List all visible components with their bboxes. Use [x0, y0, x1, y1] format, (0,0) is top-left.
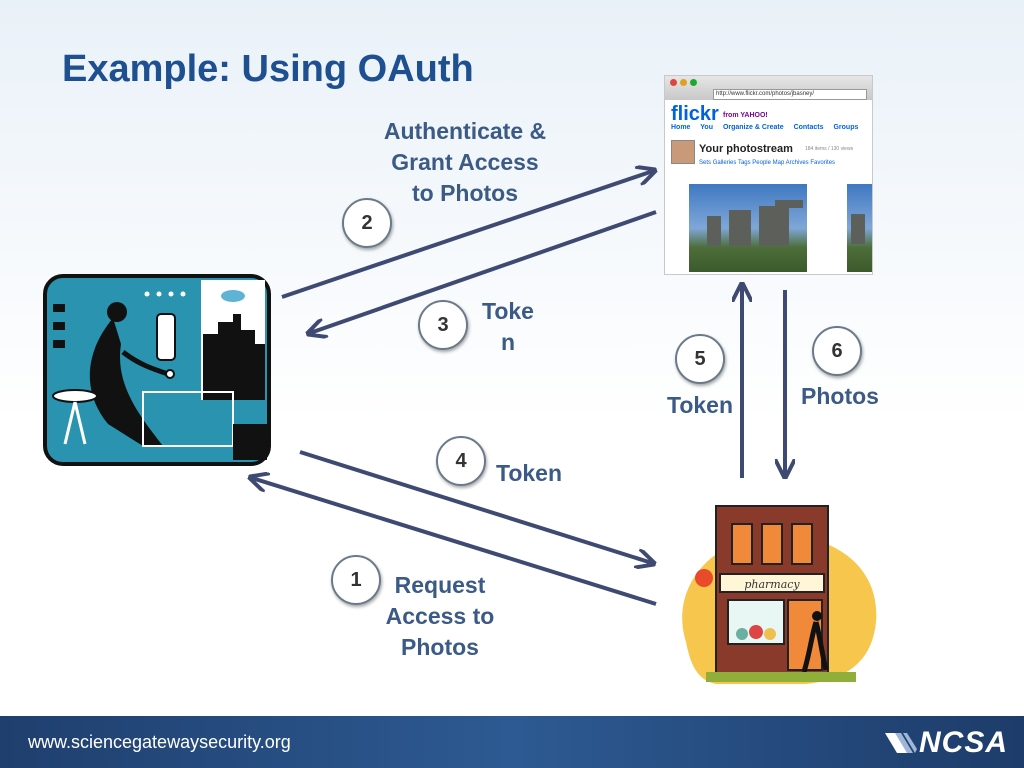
minimize-dot-icon	[680, 79, 687, 86]
ncsa-logo: NCSA	[883, 726, 1008, 760]
arrow-step-4	[299, 450, 652, 563]
step-1-label: Request Access to Photos	[385, 572, 495, 660]
step-3-badge: 3	[418, 300, 468, 350]
avatar	[671, 140, 695, 164]
arrow-step-3	[310, 210, 657, 333]
stonehenge-photo[interactable]	[689, 184, 807, 272]
flickr-browser-screenshot: http://www.flickr.com/photos/jbasney/ fl…	[664, 75, 873, 275]
photostream-title: Your photostream	[699, 143, 793, 155]
step-3-label: Toke n	[482, 298, 534, 355]
step-5-label: Token	[666, 392, 734, 418]
flow-arrows	[0, 0, 1024, 606]
step-4-badge: 4	[436, 436, 486, 486]
footer-url[interactable]: www.sciencegatewaysecurity.org	[28, 732, 291, 752]
step-6-badge: 6	[812, 326, 862, 376]
browser-toolbar: http://www.flickr.com/photos/jbasney/	[665, 76, 872, 100]
close-dot-icon	[670, 79, 677, 86]
nav-contacts[interactable]: Contacts	[793, 124, 824, 131]
step-2-badge: 2	[342, 198, 392, 248]
nav-groups[interactable]: Groups	[833, 124, 859, 131]
photostream-meta: 184 items / 130 views	[805, 146, 854, 152]
slide-footer: www.sciencegatewaysecurity.org NCSA	[0, 716, 1024, 768]
flickr-logo: flickr	[671, 103, 719, 125]
browser-url-field[interactable]: http://www.flickr.com/photos/jbasney/	[713, 89, 867, 100]
step-1-badge: 1	[331, 555, 381, 605]
nav-organize[interactable]: Organize & Create	[722, 124, 784, 131]
slide-title: Example: Using OAuth	[62, 48, 474, 90]
pharmacy-building-icon: pharmacy	[682, 505, 877, 684]
step-6-label: Photos	[801, 383, 879, 409]
step-2-label: Authenticate & Grant Access to Photos	[383, 118, 547, 206]
nav-home[interactable]: Home	[671, 124, 691, 131]
photostream-nav: Sets Galleries Tags People Map Archives …	[699, 160, 836, 166]
zoom-dot-icon	[690, 79, 697, 86]
arrow-step-2	[281, 171, 653, 299]
stonehenge-photo-2[interactable]	[847, 184, 872, 272]
step-4-label: Token	[495, 460, 563, 486]
pharmacy-sign: pharmacy	[744, 578, 800, 591]
ncsa-stripes-icon	[884, 733, 917, 753]
yahoo-badge: from YAHOO!	[723, 112, 768, 119]
nav-you[interactable]: You	[700, 124, 713, 131]
arrow-step-1	[252, 478, 657, 606]
user-computer-icon	[43, 274, 271, 466]
flickr-nav: Home You Organize & Create Contacts Grou…	[671, 124, 866, 131]
step-5-badge: 5	[675, 334, 725, 384]
